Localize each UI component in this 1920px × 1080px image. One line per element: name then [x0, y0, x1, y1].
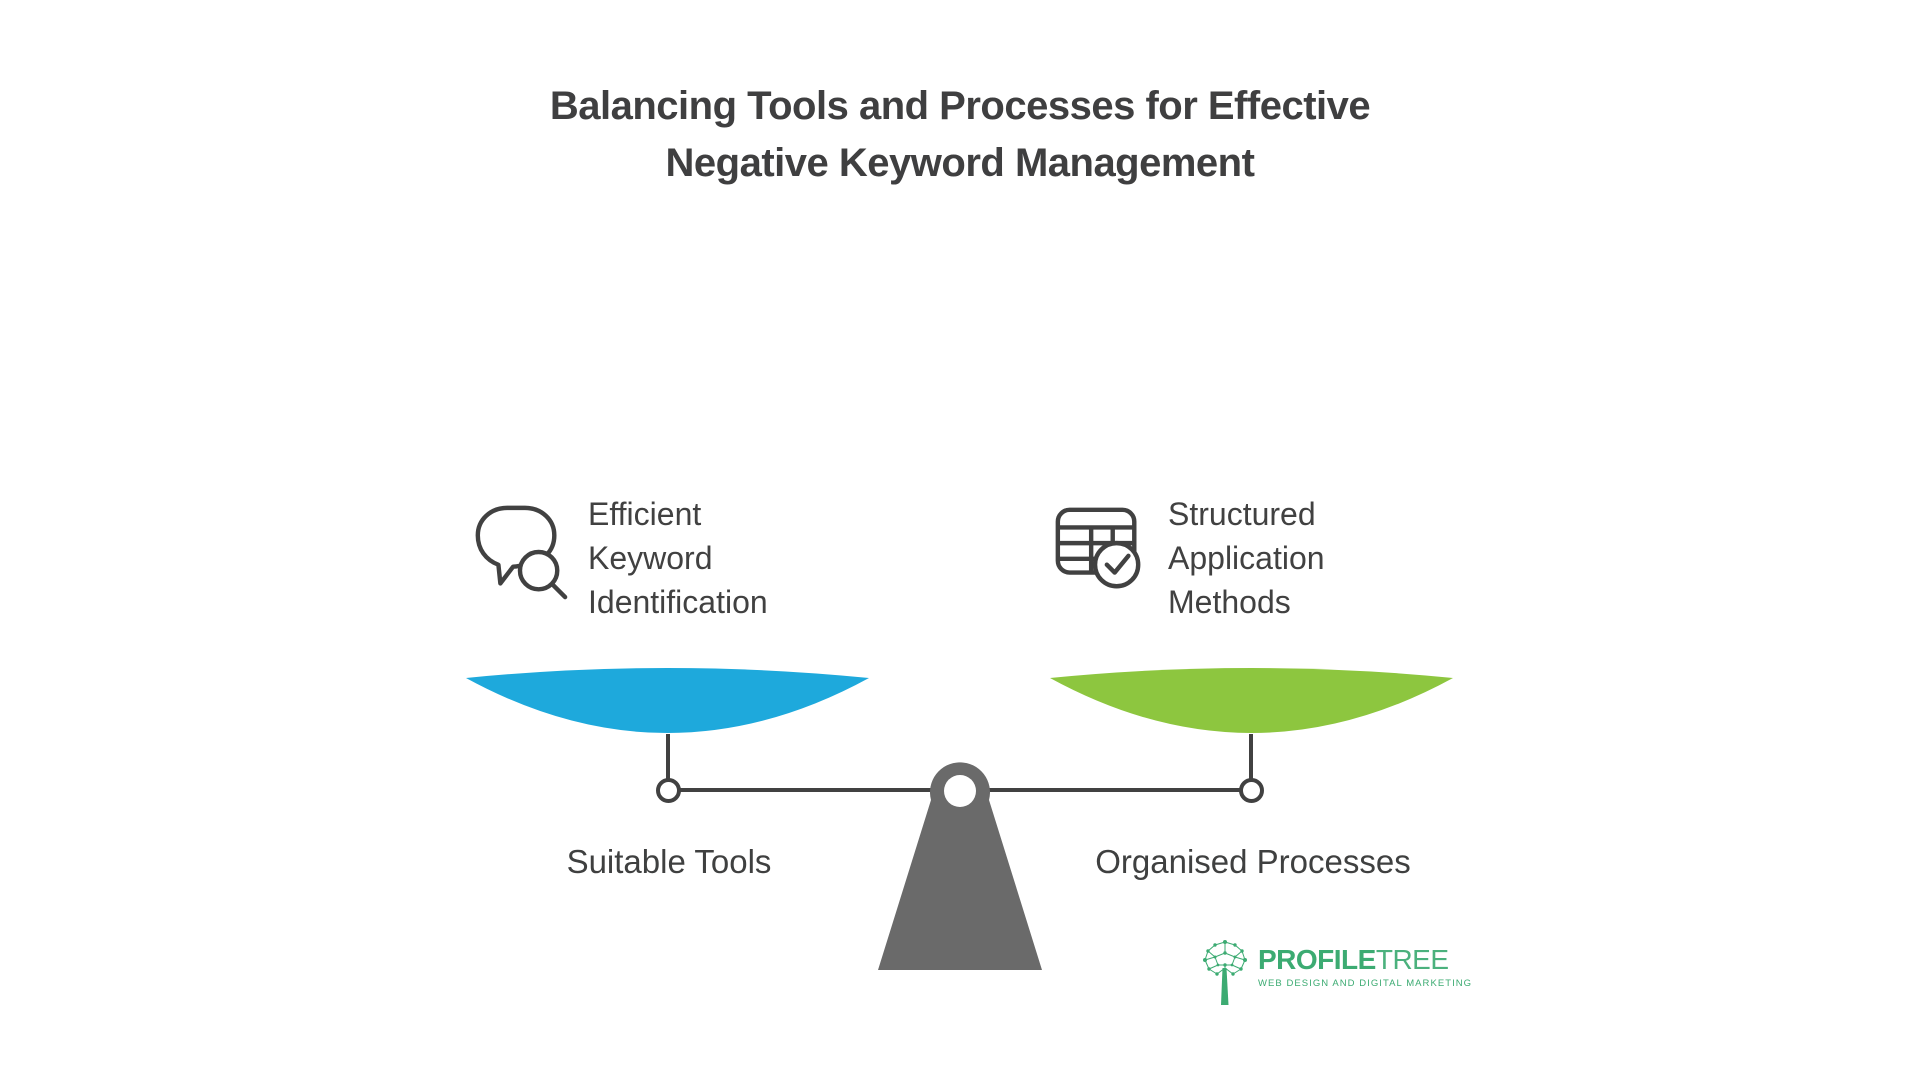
profiletree-logo: PROFILETREE WEB DESIGN AND DIGITAL MARKE… — [1200, 938, 1472, 1008]
page-title-line1: Balancing Tools and Processes for Effect… — [549, 84, 1371, 128]
left-beam-ring — [656, 778, 681, 803]
brand-name-bold: PROFILE — [1258, 944, 1376, 975]
left-scale-pan — [466, 668, 869, 733]
brand-name: PROFILETREE — [1258, 946, 1472, 974]
left-feature-line3: Identification — [588, 584, 768, 620]
right-feature-line1: Structured — [1168, 496, 1316, 532]
left-pan-label: Suitable Tools — [566, 843, 772, 880]
left-feature-caption: Efficient Keyword Identification — [588, 492, 768, 624]
right-pan-hanger — [1249, 734, 1253, 780]
right-scale-pan — [1050, 668, 1453, 733]
brand-name-light: TREE — [1375, 944, 1449, 975]
table-check-icon — [1055, 507, 1141, 589]
right-pan-label: Organised Processes — [1095, 843, 1411, 880]
right-feature-line3: Methods — [1168, 584, 1291, 620]
right-beam-ring — [1239, 778, 1264, 803]
scale-fulcrum — [878, 762, 1042, 970]
tree-network-icon — [1203, 940, 1247, 1005]
left-feature-line1: Efficient — [588, 496, 702, 532]
page-title: Balancing Tools and Processes for Effect… — [0, 78, 1920, 192]
speech-bubble-search-icon — [475, 505, 568, 600]
left-pan-hanger — [666, 734, 670, 780]
page-title-line2: Negative Keyword Management — [665, 141, 1255, 185]
logo-text: PROFILETREE WEB DESIGN AND DIGITAL MARKE… — [1258, 938, 1473, 990]
brand-tagline: WEB DESIGN AND DIGITAL MARKETING — [1258, 978, 1473, 989]
right-feature-caption: Structured Application Methods — [1168, 492, 1325, 624]
left-feature-line2: Keyword — [588, 540, 713, 576]
right-feature-line2: Application — [1168, 540, 1325, 576]
